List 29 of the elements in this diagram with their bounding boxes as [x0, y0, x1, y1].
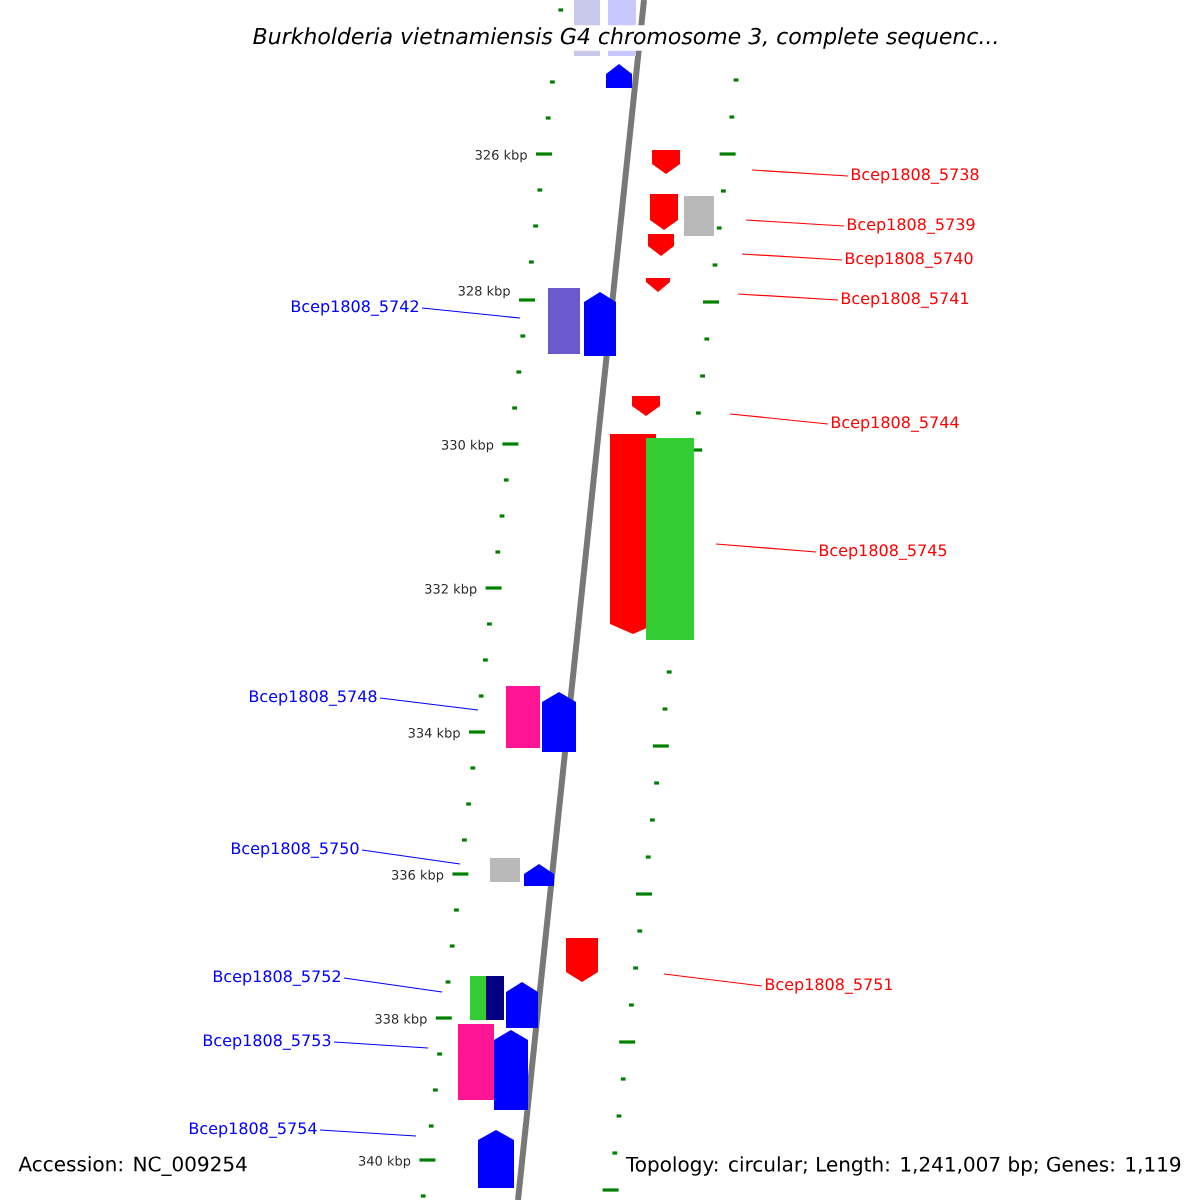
accession-label: Accession: NC_009254 [16, 1154, 250, 1178]
leader-line [745, 219, 845, 227]
leader-line [319, 1129, 417, 1137]
gene-label: Bcep1808_5740 [846, 252, 973, 268]
gene-label: Bcep1808_5741 [842, 292, 969, 308]
gene-label: Bcep1808_5751 [766, 978, 893, 994]
gene-label: Bcep1808_5742 [291, 300, 418, 316]
leader-line [361, 849, 461, 865]
leader-line [751, 169, 849, 177]
leader-line [715, 543, 817, 553]
leader-line [343, 977, 443, 993]
leader-line [379, 697, 479, 711]
leader-line [421, 307, 521, 319]
leader-line [333, 1041, 429, 1049]
gene-label: Bcep1808_5748 [249, 690, 377, 706]
summary-label: Topology: circular; Length: 1,241,007 bp; Genes: 1,119 [623, 1154, 1184, 1178]
leader-line [741, 253, 843, 261]
gene-label: Bcep1808_5738 [852, 168, 979, 184]
gene-label: Bcep1808_5754 [189, 1122, 317, 1138]
gene-label: Bcep1808_5752 [213, 970, 340, 986]
leader-line [729, 413, 829, 425]
gene-label: Bcep1808_5739 [848, 218, 975, 234]
gene-label: Bcep1808_5750 [231, 842, 359, 858]
leader-line [663, 973, 763, 987]
title: Burkholderia vietnamiensis G4 chromosome 3, complete sequenc... [250, 25, 1002, 51]
leader-line [737, 293, 839, 301]
gene-label: Bcep1808_5745 [820, 544, 947, 560]
gene-label: Bcep1808_5753 [203, 1034, 331, 1050]
gene-label: Bcep1808_5744 [832, 416, 959, 432]
